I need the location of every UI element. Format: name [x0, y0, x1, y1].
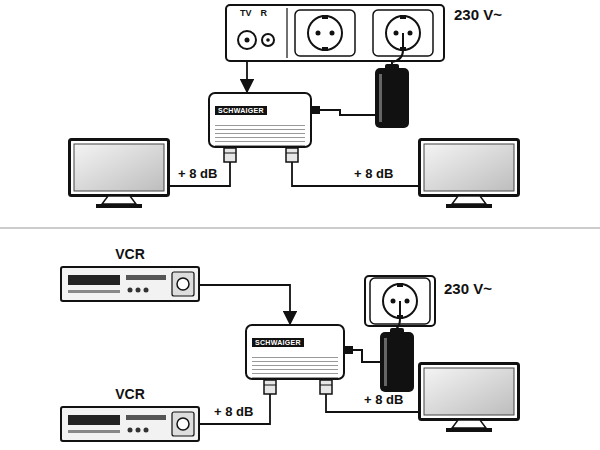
gain-label: + 8 dB	[362, 393, 405, 408]
voltage-label: 230 V~	[442, 280, 494, 297]
power-adapter	[375, 64, 409, 128]
power-plug	[345, 346, 353, 354]
vcr-front	[60, 406, 200, 442]
gain-label: + 8 dB	[176, 167, 219, 182]
f-connector	[286, 148, 298, 162]
tv-set	[420, 364, 519, 433]
vcr-box: VCR	[60, 266, 200, 302]
coax-cable	[200, 394, 270, 424]
tv-socket	[238, 31, 256, 49]
fine-print	[215, 122, 305, 146]
power-socket	[295, 10, 355, 56]
coax-cable	[326, 394, 418, 412]
f-connector	[224, 148, 236, 162]
f-connector	[320, 380, 332, 394]
coax-cable	[292, 162, 418, 186]
fine-print	[252, 354, 338, 378]
brand-label: SCHWAIGER	[252, 338, 304, 347]
amplifier-box: SCHWAIGER	[245, 324, 345, 380]
wall-plate: TV R	[225, 4, 445, 62]
radio-socket	[262, 34, 274, 46]
power-cable	[312, 110, 375, 115]
voltage-label: 230 V~	[452, 6, 504, 23]
tv-set	[70, 140, 169, 209]
socket-label: TV	[240, 8, 252, 18]
tv-socket-pin	[245, 38, 250, 43]
vcr-box: VCR	[60, 406, 200, 442]
gain-label: + 8 dB	[352, 167, 395, 182]
gain-label: + 8 dB	[212, 405, 255, 420]
device-label: VCR	[62, 386, 198, 402]
amplifier-box: SCHWAIGER	[208, 92, 312, 148]
signal-arrow	[246, 62, 248, 92]
tv-set	[420, 140, 519, 209]
socket-label: R	[261, 8, 268, 18]
plug-cord	[397, 301, 400, 330]
device-label: VCR	[62, 246, 198, 262]
plate-divider	[286, 8, 287, 58]
divider-line	[0, 227, 600, 229]
radio-socket-pin	[266, 38, 270, 42]
coax-cable	[170, 162, 230, 186]
brand-label: SCHWAIGER	[215, 106, 267, 115]
signal-arrow	[200, 285, 290, 324]
vcr-front	[60, 266, 200, 302]
f-connector	[264, 380, 276, 394]
power-adapter	[380, 328, 414, 392]
power-plug	[312, 106, 320, 114]
